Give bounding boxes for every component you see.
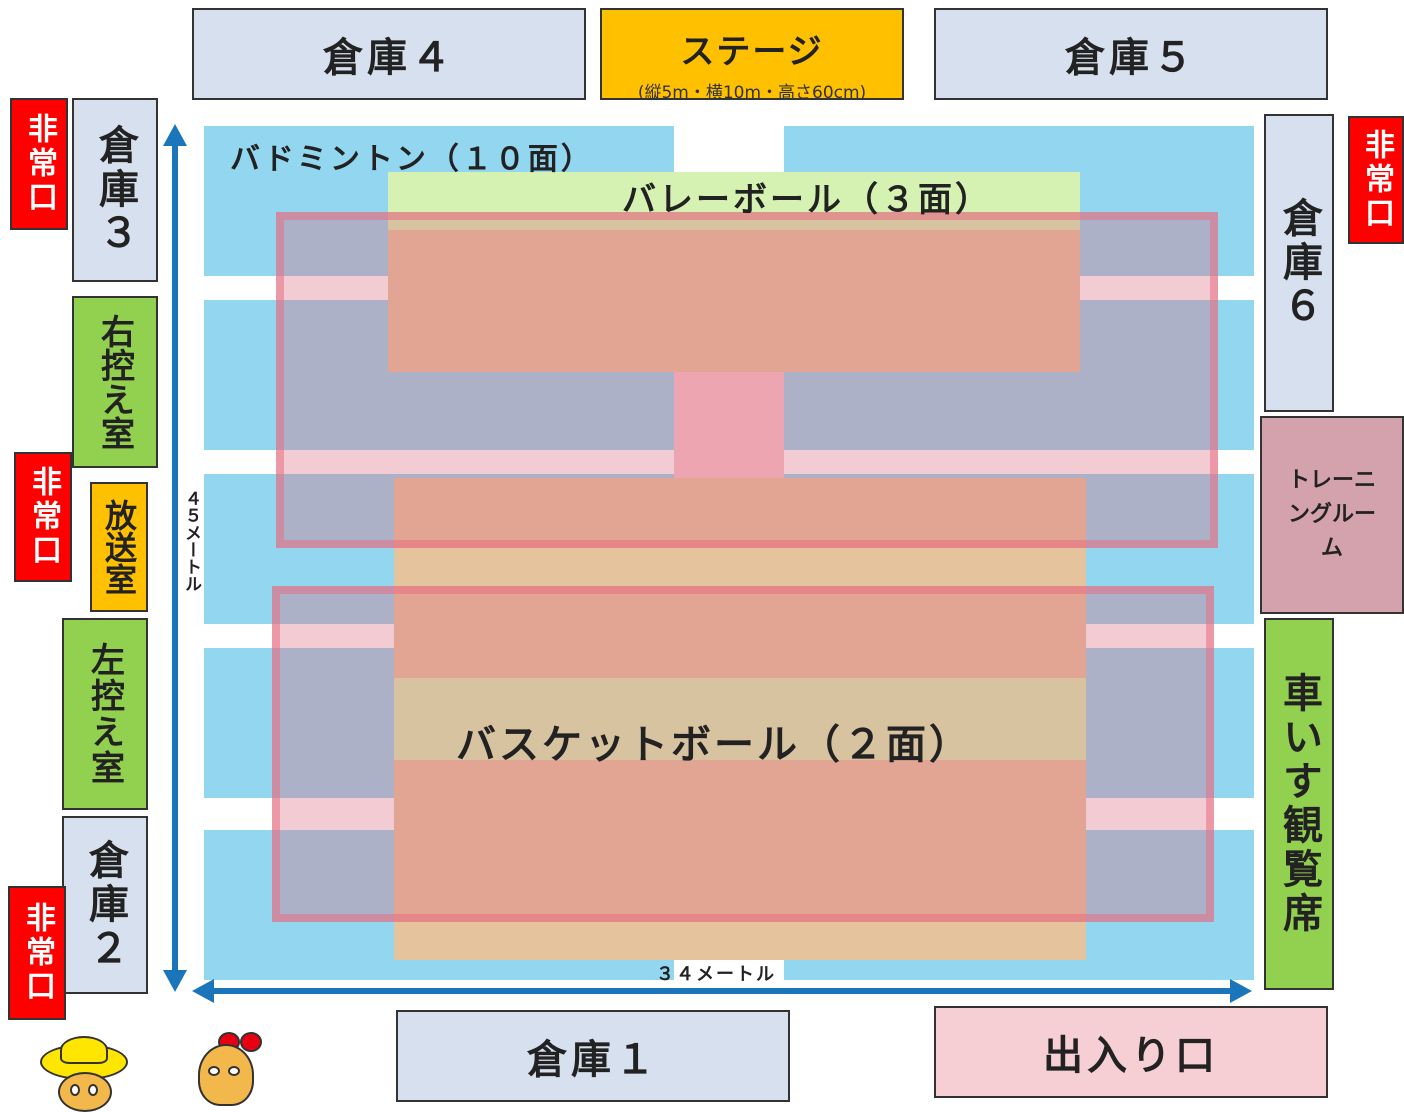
- width-label: ３４メートル: [656, 964, 776, 985]
- mascot-bow-right: [240, 1032, 262, 1052]
- broadcast-room: 放送室: [90, 482, 148, 612]
- length-arrow-head-bottom: [163, 970, 187, 992]
- mascot-character-hat: [36, 1034, 132, 1112]
- storage-3-label: 倉庫３: [92, 124, 138, 256]
- emergency-exit-label: 非常口: [26, 466, 61, 568]
- right-waiting-room: 右控え室: [72, 296, 158, 468]
- basketball-court: [276, 212, 1218, 548]
- storage-4: 倉庫４: [192, 8, 586, 100]
- court-overlap: [394, 478, 1086, 678]
- training-room: トレーニングルーム: [1260, 416, 1404, 614]
- mascot-eye: [208, 1066, 220, 1076]
- left-waiting-room: 左控え室: [62, 618, 148, 810]
- center-strip: [674, 370, 784, 480]
- entrance-label: 出入り口: [1043, 1033, 1219, 1079]
- mascot-face: [198, 1044, 254, 1106]
- length-arrow-head-top: [163, 124, 187, 146]
- length-arrow-line: [172, 144, 178, 974]
- mascot-eye: [70, 1084, 80, 1096]
- basketball-court: [272, 586, 1214, 922]
- storage-1-label: 倉庫１: [527, 1037, 659, 1083]
- wheelchair-seating: 車いす観覧席: [1264, 618, 1334, 990]
- storage-2: 倉庫２: [62, 816, 148, 994]
- emergency-exit-label: 非常口: [22, 113, 57, 215]
- court-overlap: [388, 230, 1080, 372]
- mascot-character-bow: [188, 1030, 272, 1106]
- broadcast-room-label: 放送室: [100, 499, 138, 595]
- emergency-exit-top-left[interactable]: 非常口: [10, 98, 68, 230]
- storage-5-label: 倉庫５: [1065, 35, 1197, 81]
- left-waiting-room-label: 左控え室: [84, 642, 125, 786]
- emergency-exit-mid-left[interactable]: 非常口: [14, 452, 72, 582]
- width-arrow-line: [212, 988, 1232, 994]
- right-waiting-room-label: 右控え室: [94, 314, 135, 450]
- mascot-eye: [228, 1066, 240, 1076]
- wheelchair-seating-label: 車いす観覧席: [1276, 672, 1322, 936]
- mascot-hat-top: [60, 1036, 108, 1064]
- stage-dimensions: (縦5m・横10m・高さ60cm): [637, 83, 867, 103]
- storage-6-label: 倉庫６: [1276, 197, 1322, 329]
- storage-5: 倉庫５: [934, 8, 1328, 100]
- basketball-label: バスケットボール（２面）: [456, 722, 972, 768]
- badminton-label: バドミントン（１０面）: [230, 142, 594, 177]
- storage-6: 倉庫６: [1264, 114, 1334, 412]
- length-label: ４５メートル: [181, 490, 201, 592]
- entrance[interactable]: 出入り口: [934, 1006, 1328, 1098]
- stage: ステージ (縦5m・横10m・高さ60cm): [600, 8, 904, 103]
- width-arrow-head-left: [192, 979, 214, 1003]
- storage-1: 倉庫１: [396, 1010, 790, 1102]
- emergency-exit-label: 非常口: [1359, 129, 1394, 231]
- volleyball-label: バレーボール（３面）: [622, 180, 992, 220]
- training-room-label: トレーニングルーム: [1287, 467, 1376, 562]
- mascot-eye: [88, 1084, 98, 1096]
- stage-title: ステージ: [680, 32, 824, 72]
- emergency-exit-label: 非常口: [20, 902, 55, 1004]
- width-arrow-head-right: [1230, 979, 1252, 1003]
- mascot-face: [58, 1072, 112, 1112]
- emergency-exit-bottom-left[interactable]: 非常口: [8, 886, 66, 1020]
- court-overlap: [394, 760, 1086, 960]
- storage-2-label: 倉庫２: [82, 839, 128, 971]
- emergency-exit-top-right[interactable]: 非常口: [1348, 116, 1404, 244]
- storage-3: 倉庫３: [72, 98, 158, 282]
- arena-floor: [204, 126, 1254, 980]
- storage-4-label: 倉庫４: [323, 35, 455, 81]
